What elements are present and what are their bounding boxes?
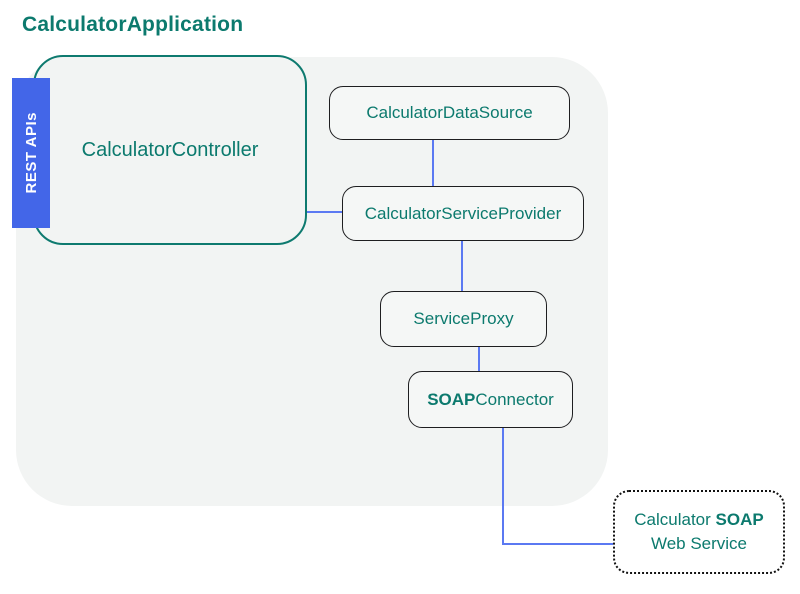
connector-serviceproxy-soapconnector (478, 347, 480, 371)
diagram-title: CalculatorApplication (22, 13, 244, 36)
node-soap-connector: SOAPConnector (408, 371, 573, 428)
connector-serviceprovider-serviceproxy (461, 241, 463, 291)
node-label: SOAPConnector (427, 389, 554, 409)
node-label: Calculator SOAP Web Service (634, 510, 764, 553)
connector-soapconnector-webservice-vertical (502, 428, 504, 545)
node-label: CalculatorDataSource (366, 103, 533, 122)
node-label: ServiceProxy (413, 309, 514, 328)
rest-apis-label: REST APIs (22, 112, 40, 194)
node-calculator-data-source: CalculatorDataSource (329, 86, 570, 140)
node-calculator-soap-web-service: Calculator SOAP Web Service (613, 490, 785, 574)
connector-datasource-serviceprovider (432, 140, 434, 187)
connector-controller-serviceprovider (306, 211, 342, 213)
node-calculator-service-provider: CalculatorServiceProvider (342, 186, 584, 241)
connector-soapconnector-webservice-horizontal (503, 543, 613, 545)
node-label: CalculatorController (81, 138, 259, 161)
rest-apis-band: REST APIs (12, 78, 50, 228)
node-service-proxy: ServiceProxy (380, 291, 547, 347)
node-calculator-controller: CalculatorController (33, 55, 307, 245)
node-label: CalculatorServiceProvider (364, 203, 562, 223)
